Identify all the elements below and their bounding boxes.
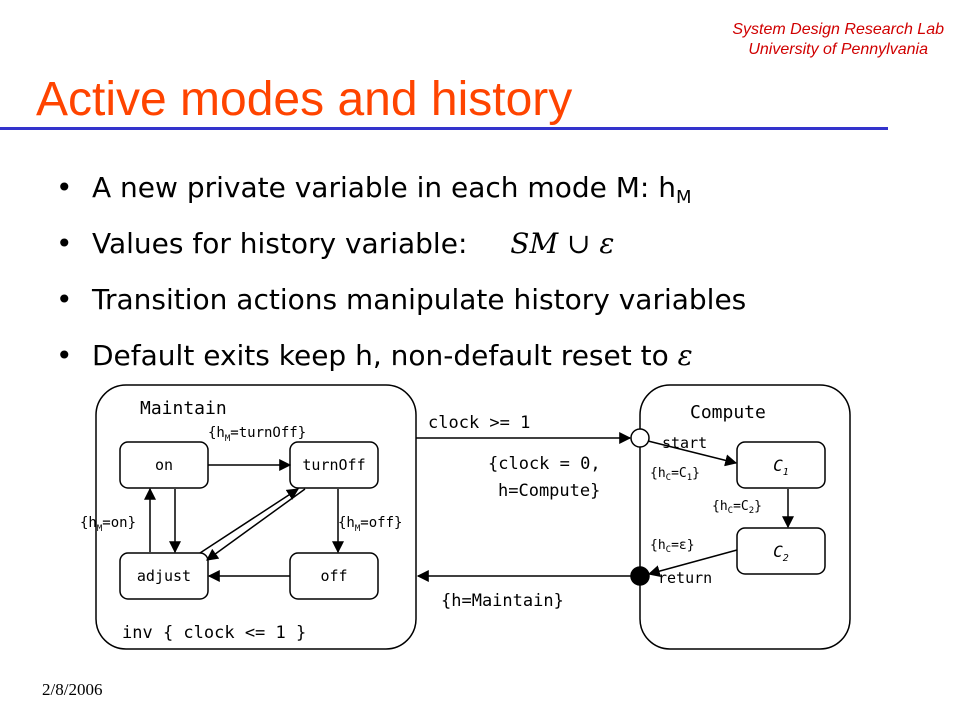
bullet-item: Values for history variable: SM ∪ ε bbox=[56, 224, 746, 280]
arrow-c2-return bbox=[647, 549, 738, 577]
bullet-math: ε bbox=[677, 339, 693, 372]
mode-turnoff-label: turnOff bbox=[302, 456, 365, 474]
footer-date: 2/8/2006 bbox=[42, 680, 103, 699]
arrow-start-c1 bbox=[647, 440, 738, 467]
bullet-item: A new private variable in each mode M: h… bbox=[56, 168, 746, 224]
bullet-math: SM ∪ ε bbox=[510, 227, 615, 260]
compute-mode-box bbox=[639, 384, 851, 650]
bullet-item: Default exits keep h, non-default reset … bbox=[56, 336, 746, 392]
compute-label: Compute bbox=[690, 402, 766, 423]
start-label: start bbox=[662, 434, 707, 452]
annotation-h-on: {hM=on} bbox=[80, 515, 136, 534]
bullet-text: Transition actions manipulate history va… bbox=[92, 283, 747, 316]
annotation-hc-epsilon: {hC=ε} bbox=[650, 538, 695, 555]
guard-label: clock >= 1 bbox=[428, 413, 530, 433]
exit-point bbox=[630, 566, 650, 586]
reset-action-line1: {clock = 0, bbox=[488, 454, 601, 474]
arrow-adjust-turnoff bbox=[199, 488, 300, 554]
entry-point bbox=[630, 428, 650, 448]
maintain-mode-box bbox=[95, 384, 417, 650]
arrow-turnoff-adjust bbox=[206, 488, 306, 561]
annotation-h-off: {hM=off} bbox=[338, 515, 402, 534]
return-label: return bbox=[658, 569, 712, 587]
slide-title: Active modes and history bbox=[36, 73, 573, 126]
bullet-item: Transition actions manipulate history va… bbox=[56, 280, 746, 336]
annotation-hc-c2: {hC=C2} bbox=[712, 499, 762, 516]
return-action-label: {h=Maintain} bbox=[441, 591, 564, 611]
affiliation: System Design Research Lab University of… bbox=[732, 20, 944, 60]
university-name: University of Pennylvania bbox=[748, 41, 928, 58]
mode-c2-label: C2 bbox=[773, 542, 789, 564]
mode-c1-label: C1 bbox=[773, 456, 789, 478]
annotation-h-turnoff: {hM=turnOff} bbox=[208, 425, 306, 444]
bullet-text: Values for history variable: bbox=[92, 227, 468, 260]
mode-c2 bbox=[736, 527, 826, 575]
invariant-label: inv { clock <= 1 } bbox=[122, 623, 306, 643]
annotation-hc-c1: {hC=C1} bbox=[650, 466, 700, 483]
bullet-text: A new private variable in each mode M: h bbox=[92, 171, 676, 204]
maintain-label: Maintain bbox=[140, 398, 227, 419]
lab-name: System Design Research Lab bbox=[732, 21, 944, 38]
bullet-subscript: M bbox=[675, 187, 692, 208]
reset-action-line2: h=Compute} bbox=[498, 481, 600, 501]
bullet-list: A new private variable in each mode M: h… bbox=[56, 168, 746, 392]
mode-adjust-label: adjust bbox=[137, 567, 191, 585]
title-underline bbox=[0, 127, 888, 130]
mode-on-label: on bbox=[155, 456, 173, 474]
bullet-text: Default exits keep h, non-default reset … bbox=[92, 339, 678, 372]
mode-off-label: off bbox=[320, 567, 347, 585]
